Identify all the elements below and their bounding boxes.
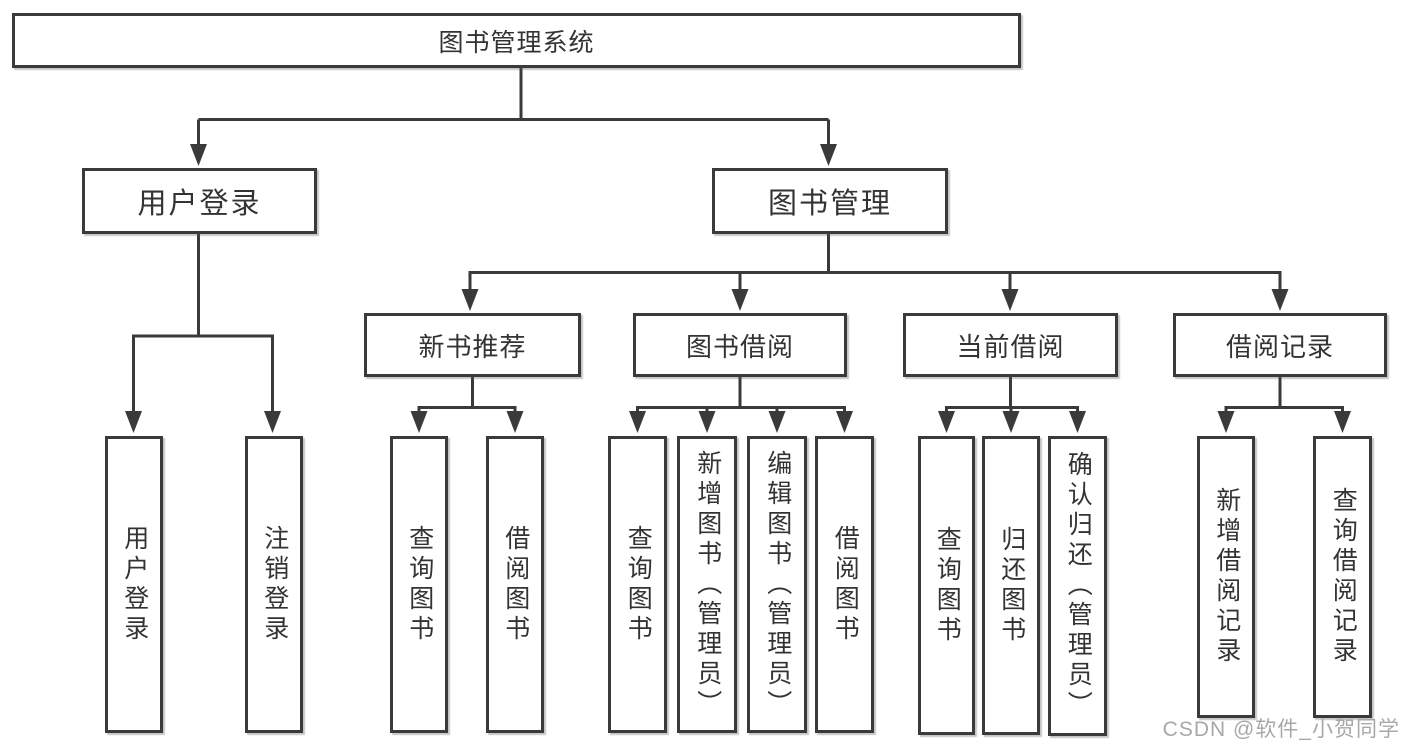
- node-leaf-nbr-borrow-books: 借阅图书: [486, 436, 544, 733]
- node-library-management-system: 图书管理系统: [12, 13, 1021, 68]
- node-new-book-recommendation: 新书推荐: [364, 313, 581, 377]
- node-book-management: 图书管理: [712, 168, 948, 234]
- node-label: 借阅记录: [1225, 331, 1334, 362]
- node-leaf-bb-borrow-books: 借阅图书: [815, 436, 874, 733]
- node-label: 查询图书: [405, 524, 434, 645]
- node-label: 用户登录: [137, 188, 262, 220]
- node-label: 借阅图书: [501, 524, 530, 645]
- watermark-text: CSDN @软件_小贺同学: [1162, 718, 1400, 741]
- node-label: 图书借阅: [685, 331, 794, 362]
- node-leaf-user-login: 用户登录: [105, 436, 163, 733]
- node-label: 新增借阅记录: [1212, 487, 1241, 667]
- node-user-login: 用户登录: [82, 168, 317, 234]
- node-current-borrowing: 当前借阅: [903, 313, 1118, 377]
- node-label: 图书管理系统: [438, 28, 595, 57]
- node-label: 查询借阅记录: [1329, 487, 1358, 667]
- node-leaf-nbr-query-books: 查询图书: [390, 436, 448, 733]
- node-label: 确认归还（管理员）: [1064, 451, 1093, 721]
- node-label: 查询图书: [624, 524, 653, 645]
- node-label: 注销登录: [260, 524, 289, 645]
- node-label: 当前借阅: [956, 331, 1065, 362]
- node-leaf-cb-query-books: 查询图书: [918, 436, 975, 735]
- node-label: 归还图书: [997, 525, 1026, 646]
- node-label: 新书推荐: [418, 331, 527, 362]
- node-label: 查询图书: [933, 525, 962, 646]
- tree-edges: [132, 67, 1344, 414]
- node-leaf-logout: 注销登录: [245, 436, 303, 733]
- node-leaf-bb-query-books: 查询图书: [608, 436, 667, 733]
- node-leaf-bb-add-books-admin: 新增图书（管理员）: [677, 436, 737, 733]
- node-leaf-br-query-record: 查询借阅记录: [1313, 436, 1372, 718]
- node-leaf-br-new-record: 新增借阅记录: [1197, 436, 1255, 718]
- node-leaf-cb-return-books: 归还图书: [982, 436, 1040, 735]
- node-book-borrowing: 图书借阅: [633, 313, 847, 377]
- node-leaf-cb-confirm-return-admin: 确认归还（管理员）: [1048, 436, 1107, 736]
- node-label: 用户登录: [120, 524, 149, 645]
- node-label: 编辑图书（管理员）: [763, 449, 792, 720]
- node-leaf-bb-edit-books-admin: 编辑图书（管理员）: [747, 436, 807, 733]
- node-label: 借阅图书: [831, 524, 860, 645]
- node-label: 新增图书（管理员）: [693, 449, 722, 720]
- node-borrowing-records: 借阅记录: [1173, 313, 1387, 377]
- node-label: 图书管理: [767, 188, 892, 220]
